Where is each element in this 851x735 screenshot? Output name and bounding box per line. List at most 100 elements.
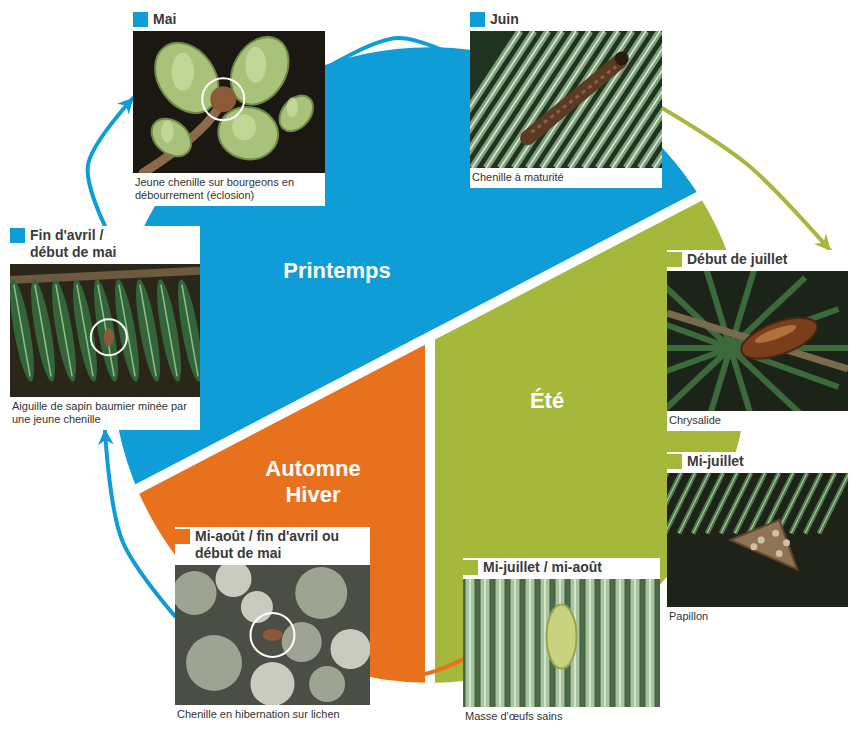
cycle-arrow (662, 108, 830, 250)
photo-caption: Aiguille de sapin baumier minée par une … (12, 400, 187, 426)
needle (465, 579, 475, 707)
caption-area: Papillon (667, 607, 848, 627)
needle (615, 579, 625, 707)
needle-stripe (14, 285, 30, 377)
lichen (282, 622, 322, 662)
stage-card: Mi-juilletPapillon (667, 452, 848, 627)
season-square (133, 12, 148, 27)
needle-stripe (544, 579, 546, 707)
cycle-arrow (105, 430, 175, 616)
card-header: Fin d'avril / début de mai (10, 226, 200, 264)
lichen (251, 662, 295, 705)
caterpillar-head (615, 51, 629, 65)
needle-stripe (77, 285, 93, 377)
bud-highlight (245, 47, 266, 83)
card-header: Mi-août / fin d'avril ou début de mai (175, 527, 370, 565)
needle (640, 31, 662, 168)
needle-stripe (484, 579, 486, 707)
season-square (463, 560, 478, 575)
needle (480, 579, 490, 707)
wing-spot (758, 537, 765, 544)
needle-stripe (35, 285, 51, 377)
caption-area: Aiguille de sapin baumier minée par une … (10, 397, 200, 430)
photo-caption: Chenille à maturité (472, 171, 652, 184)
season-square (10, 228, 25, 243)
lichen (186, 635, 242, 691)
stage-photo (133, 31, 325, 173)
lichen (175, 571, 217, 615)
sector-divider (425, 337, 435, 690)
needle-stripe (707, 473, 737, 533)
needle-stripe (161, 285, 177, 377)
card-header: Juin (470, 10, 662, 31)
photo-caption: Papillon (669, 610, 839, 623)
lichen (331, 629, 371, 669)
period-heading: Fin d'avril / début de mai (30, 227, 140, 261)
needle-stripe (182, 285, 198, 377)
caption-area: Masse d'œufs sains (463, 707, 660, 727)
needle (791, 473, 821, 533)
needle-stripe (140, 285, 156, 377)
needle-stripe (469, 579, 471, 707)
cycle-arrow (370, 656, 463, 675)
bud-highlight (172, 53, 194, 91)
stage-photo (10, 264, 200, 397)
needle-stripe (679, 473, 709, 533)
season-square (667, 454, 682, 469)
period-heading: Mi-août / fin d'avril ou début de mai (195, 528, 360, 562)
caption-area: Chenille en hibernation sur lichen (175, 705, 370, 725)
caterpillar-stripe (531, 67, 615, 133)
needle (679, 473, 709, 533)
needle (721, 473, 751, 533)
needle (693, 473, 723, 533)
period-heading: Mi-juillet (687, 453, 744, 470)
card-header: Mi-juillet (667, 452, 848, 473)
needle-stripe (721, 473, 751, 533)
needle-stripe (98, 285, 114, 377)
stage-card: Début de juilletChrysalide (667, 250, 848, 431)
cycle-arrow (88, 98, 133, 226)
needle (707, 473, 737, 533)
wing-spot (750, 543, 757, 550)
needle (585, 579, 595, 707)
photo-ground (10, 264, 200, 397)
larva (104, 328, 114, 346)
lichen (309, 666, 345, 702)
needle-stripe (119, 285, 135, 377)
needle-stripe (640, 31, 662, 168)
needle-stripe (735, 473, 765, 533)
stage-card: MaiJeune chenille sur bourgeons en débou… (133, 10, 325, 206)
photo-ground (667, 473, 848, 607)
period-heading: Juin (490, 11, 519, 28)
needle (630, 579, 640, 707)
highlight-ring (251, 613, 295, 657)
needle-stripe (805, 473, 835, 533)
stage-photo (667, 271, 848, 411)
needle-stripe (499, 579, 501, 707)
photo-illustration (667, 271, 848, 411)
stage-photo (470, 31, 662, 168)
card-header: Début de juillet (667, 250, 848, 271)
wing-spot (783, 539, 790, 546)
stage-photo (667, 473, 848, 607)
needle-stripe (654, 31, 662, 168)
stage-photo (175, 565, 370, 705)
lichen (295, 567, 347, 619)
needle (495, 579, 505, 707)
needle (704, 271, 731, 348)
photo-illustration (470, 31, 662, 168)
chrysalis-shine (753, 322, 798, 346)
period-heading: Début de juillet (687, 251, 787, 268)
season-square (175, 529, 190, 544)
moth-wings (730, 520, 797, 570)
needle-stripe (604, 579, 606, 707)
caption-area: Jeune chenille sur bourgeons en débourre… (133, 173, 325, 206)
season-label: Automne Hiver (253, 456, 373, 508)
photo-illustration (10, 264, 200, 397)
bud-highlight (287, 97, 298, 117)
photo-caption: Chenille en hibernation sur lichen (177, 708, 366, 721)
bud (144, 111, 198, 164)
caterpillar (528, 61, 620, 138)
